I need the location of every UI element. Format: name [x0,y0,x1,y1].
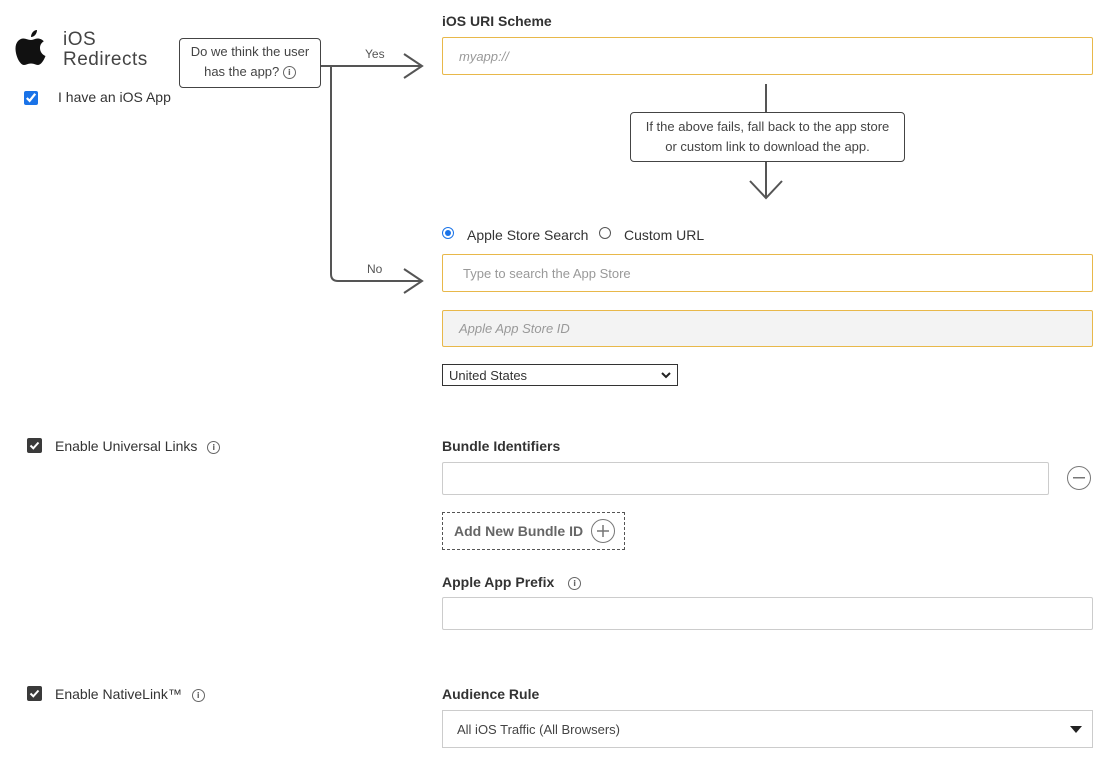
question-line-1: Do we think the user [190,44,310,59]
ios-app-checkbox[interactable] [24,91,38,105]
apple-store-search-label[interactable]: Apple Store Search [467,227,589,243]
nativelink-label: Enable NativeLink™ i [55,686,205,702]
nativelink-checkbox[interactable] [27,686,42,701]
uri-scheme-label: iOS URI Scheme [442,13,552,29]
app-prefix-input[interactable] [442,597,1093,630]
no-label: No [367,262,383,276]
bundle-id-input[interactable] [442,462,1049,495]
custom-url-label[interactable]: Custom URL [624,227,705,243]
remove-bundle-button[interactable] [1067,466,1091,490]
custom-url-radio[interactable] [599,227,611,239]
no-arrowhead [403,268,424,294]
app-prefix-label: Apple App Prefix i [442,574,582,590]
fallback-line-2: or custom link to download the app. [665,139,870,154]
audience-rule-select[interactable]: All iOS Traffic (All Browsers) [442,710,1093,748]
apple-logo-icon [14,28,48,68]
bundle-identifiers-label: Bundle Identifiers [442,438,561,454]
info-icon[interactable]: i [282,66,296,80]
uri-scheme-input[interactable]: myapp:// [442,37,1093,75]
minus-icon [1073,477,1085,479]
universal-links-checkbox[interactable] [27,438,42,453]
app-store-id-input[interactable]: Apple App Store ID [442,310,1093,347]
ios-app-label: I have an iOS App [58,89,171,105]
app-store-search-input[interactable]: Type to search the App Store [442,254,1093,292]
checkmark-icon [29,689,40,698]
country-value: United States [449,367,528,383]
add-bundle-id-button[interactable]: Add New Bundle ID [442,512,625,550]
apple-store-search-radio[interactable] [442,227,454,239]
info-icon[interactable]: i [568,576,582,590]
universal-links-label: Enable Universal Links i [55,438,221,454]
checkmark-icon [29,441,40,450]
page-title: iOS Redirects [63,30,148,70]
audience-rule-label: Audience Rule [442,686,540,702]
fallback-arrowhead [749,180,783,200]
audience-rule-value: All iOS Traffic (All Browsers) [457,721,621,737]
chevron-down-icon [661,371,671,378]
yes-arrowhead [403,53,424,79]
no-line [330,66,420,282]
question-line-2: has the app? i [180,62,320,82]
country-select[interactable]: United States [442,364,678,386]
add-bundle-id-label: Add New Bundle ID [454,523,584,539]
info-icon[interactable]: i [207,440,221,454]
flow-connectors [320,53,783,294]
title-line-1: iOS [63,29,97,50]
plus-icon [591,519,616,543]
fallback-line-1: If the above fails, fall back to the app… [645,119,890,134]
fallback-bubble: If the above fails, fall back to the app… [630,112,905,162]
question-bubble: Do we think the user has the app? i [179,38,321,88]
info-icon[interactable]: i [191,688,205,702]
title-line-2: Redirects [63,49,148,70]
yes-label: Yes [365,47,385,61]
caret-down-icon [1070,725,1082,733]
